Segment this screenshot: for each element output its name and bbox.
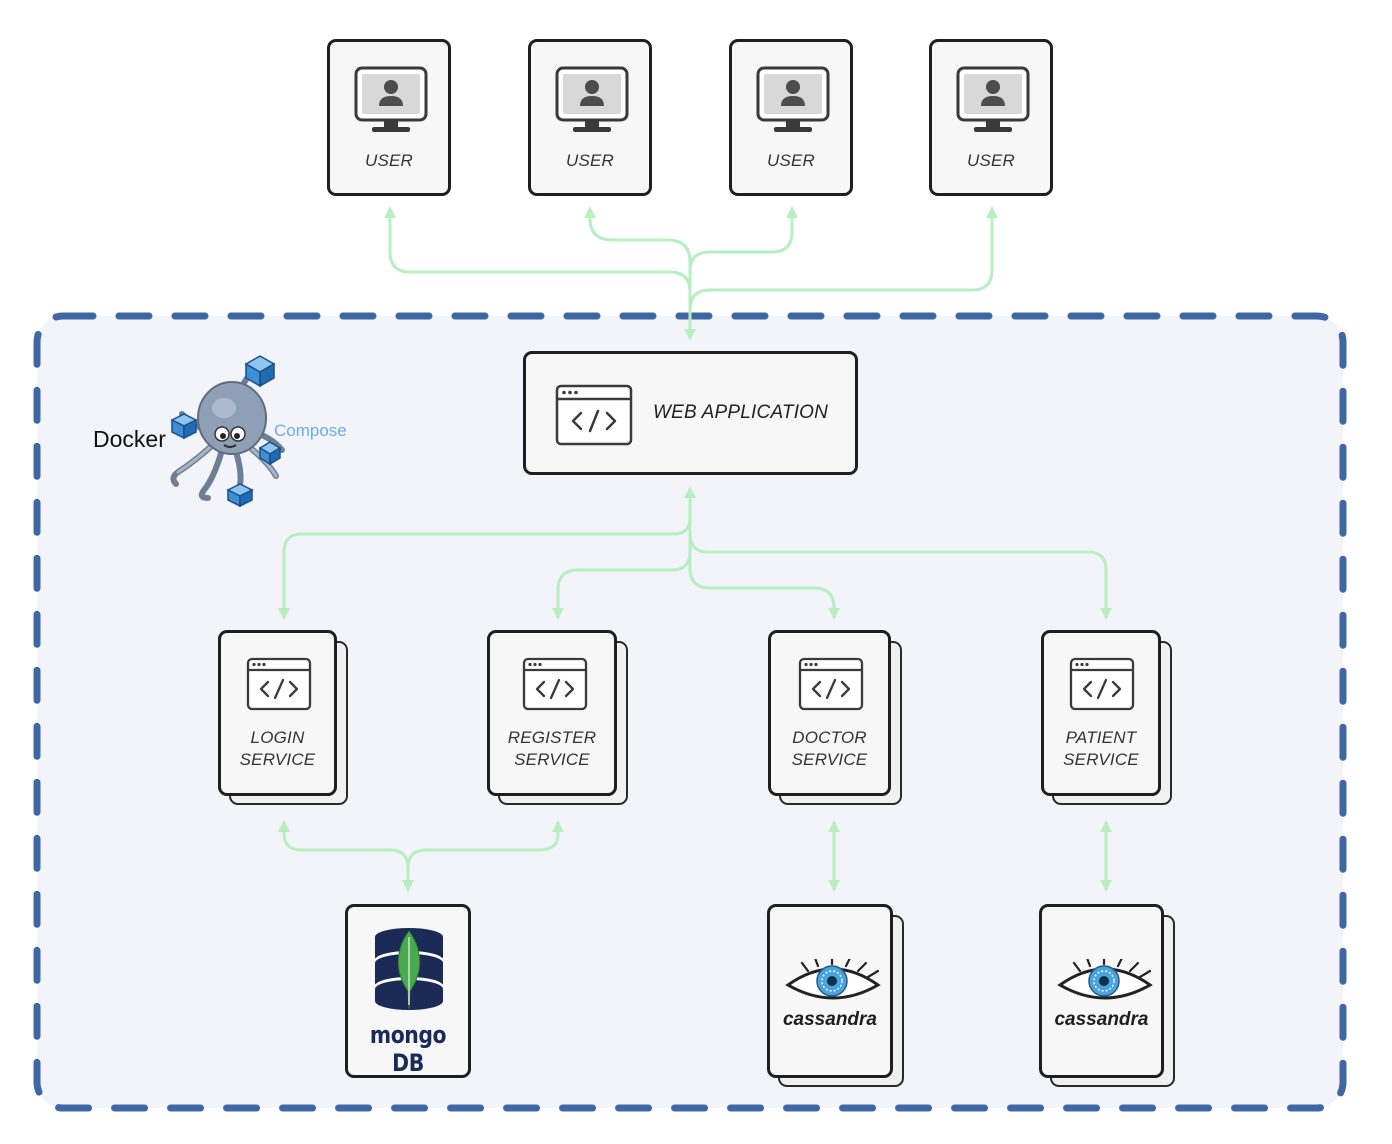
web-application-node: WEB APPLICATION xyxy=(523,351,858,475)
service-label-line2: SERVICE xyxy=(791,750,868,769)
service-label-line2: SERVICE xyxy=(239,750,316,769)
user-node: USER xyxy=(327,39,451,196)
arrow-user-2 xyxy=(584,206,692,337)
arrow-user-4 xyxy=(688,206,998,337)
monitor-user-icon xyxy=(956,66,1030,132)
cassandra-patient-node: cassandra xyxy=(1039,904,1164,1078)
service-label-line1: REGISTER xyxy=(507,728,597,747)
service-label-line1: DOCTOR xyxy=(792,728,867,747)
doctor-service-node: DOCTOR SERVICE xyxy=(768,630,891,796)
service-label-line2: SERVICE xyxy=(1063,750,1139,769)
user-node: USER xyxy=(528,39,652,196)
octopus-icon xyxy=(170,355,285,508)
mongodb-label: mongo DB xyxy=(369,1021,447,1077)
service-label-line1: LOGIN xyxy=(250,728,305,747)
monitor-user-icon xyxy=(756,66,830,132)
arrow-register-mongo xyxy=(406,820,564,870)
code-window-icon xyxy=(246,657,312,711)
user-node: USER xyxy=(729,39,853,196)
arrow-login-mongo xyxy=(278,820,414,892)
service-label-line2: SERVICE xyxy=(514,750,590,769)
cassandra-eye-icon xyxy=(1057,959,1153,1000)
web-application-label: WEB APPLICATION xyxy=(653,402,829,423)
patient-service-node: PATIENT SERVICE xyxy=(1041,630,1161,796)
mongodb-node: mongo DB xyxy=(345,904,471,1078)
code-window-icon xyxy=(798,657,864,711)
service-label-line1: PATIENT xyxy=(1065,728,1137,747)
compose-label: Compose xyxy=(274,421,347,440)
arrow-patient-service xyxy=(688,518,1112,620)
arrow-user-3 xyxy=(688,206,798,337)
docker-label: Docker xyxy=(93,426,166,452)
cassandra-doctor-node: cassandra xyxy=(767,904,893,1078)
register-service-node: REGISTER SERVICE xyxy=(487,630,617,796)
arrow-doctor-service xyxy=(688,518,840,620)
user-label: USER xyxy=(766,151,816,170)
user-label: USER xyxy=(364,151,414,170)
login-service-node: LOGIN SERVICE xyxy=(218,630,337,796)
user-label: USER xyxy=(966,151,1016,170)
cassandra-label: cassandra xyxy=(1054,1009,1149,1030)
cassandra-eye-icon xyxy=(785,959,881,1000)
code-window-icon xyxy=(522,657,588,711)
code-window-icon xyxy=(555,384,633,446)
monitor-user-icon xyxy=(354,66,428,132)
code-window-icon xyxy=(1069,657,1135,711)
monitor-user-icon xyxy=(555,66,629,132)
user-node: USER xyxy=(929,39,1053,196)
mongodb-logo-icon xyxy=(375,928,443,1010)
user-label: USER xyxy=(565,151,615,170)
cassandra-label: cassandra xyxy=(782,1009,877,1030)
